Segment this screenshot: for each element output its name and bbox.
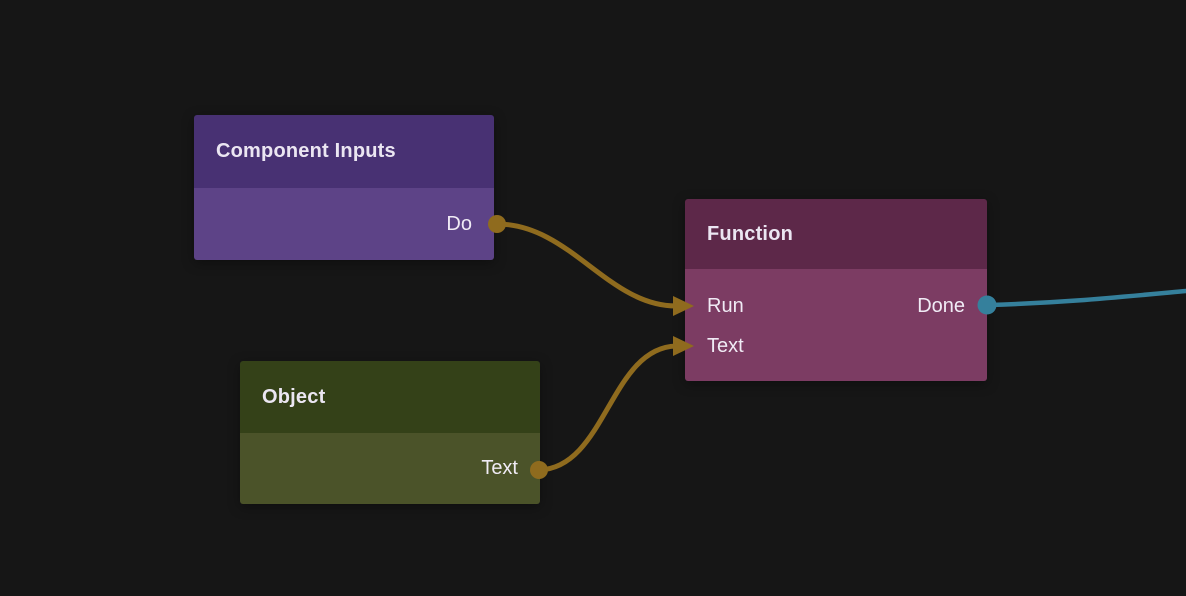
output-port-dot-do[interactable] bbox=[488, 215, 506, 233]
node-function-header[interactable]: Function bbox=[685, 199, 987, 269]
input-port-label-text: Text bbox=[707, 334, 744, 357]
node-object-body: Text bbox=[240, 433, 540, 504]
node-object-header[interactable]: Object bbox=[240, 361, 540, 433]
node-component-inputs-body: Do bbox=[194, 188, 494, 260]
node-title: Function bbox=[707, 222, 794, 245]
node-function-body: Run Done Text bbox=[685, 269, 987, 381]
node-title: Component Inputs bbox=[216, 140, 396, 162]
arrowhead-run-input bbox=[673, 296, 694, 316]
wire-do-to-run[interactable] bbox=[494, 221, 679, 309]
output-port-dot-done[interactable] bbox=[977, 295, 997, 315]
wire-done-to-offscreen[interactable] bbox=[984, 288, 1186, 308]
output-port-label-done: Done bbox=[917, 294, 965, 317]
node-component-inputs[interactable]: Component Inputs Do bbox=[194, 115, 494, 260]
port-row-text: Text bbox=[685, 326, 987, 366]
node-title: Object bbox=[262, 385, 326, 408]
arrowhead-text-input bbox=[673, 336, 694, 356]
output-row-text: Text bbox=[240, 433, 540, 504]
output-row-do: Do bbox=[194, 188, 494, 260]
node-component-inputs-header[interactable]: Component Inputs bbox=[194, 115, 494, 188]
output-port-dot-text[interactable] bbox=[530, 461, 548, 479]
node-object[interactable]: Object Text bbox=[240, 361, 540, 504]
output-port-label-text: Text bbox=[481, 457, 518, 479]
port-row-run-done: Run Done bbox=[685, 286, 987, 326]
output-port-label-do: Do bbox=[446, 212, 472, 235]
node-function[interactable]: Function Run Done Text bbox=[685, 199, 987, 381]
input-port-label-run: Run bbox=[707, 294, 744, 317]
wire-object-text-to-function-text[interactable] bbox=[536, 343, 679, 473]
